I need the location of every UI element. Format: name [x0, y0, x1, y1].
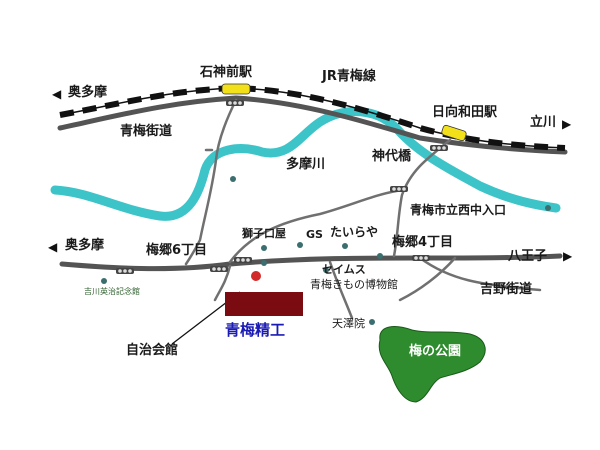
- label-seims: セイムス: [322, 263, 366, 276]
- label-baigo6: 梅郷6丁目: [146, 243, 208, 258]
- jr-line-dashes: [59, 84, 566, 151]
- label-tairaya: たいらや: [330, 225, 379, 239]
- dot-icon: [545, 205, 551, 211]
- company-box: [225, 292, 303, 316]
- label-yoshino-kaido: 吉野街道: [480, 282, 533, 297]
- triangle-right-icon: ▶: [563, 249, 573, 263]
- road-upper-loop: [228, 188, 404, 264]
- signal-icon: [430, 145, 448, 151]
- label-tachikawa: 立川: [530, 115, 557, 130]
- label-jr-line: JR青梅線: [322, 69, 376, 84]
- signal-icon: [226, 100, 244, 106]
- triangle-left-icon: ◀: [52, 87, 62, 101]
- park-area: [378, 326, 486, 403]
- triangle-left-icon: ◀: [48, 240, 58, 254]
- label-nishinaka-entrance: 青梅市立西中入口: [410, 203, 507, 217]
- label-hinata-wada-station: 日向和田駅: [432, 105, 498, 120]
- triangle-right-icon: ▶: [562, 117, 572, 131]
- label-gs: GS: [306, 228, 323, 241]
- park-label: 梅の公園: [409, 344, 462, 359]
- road-sw: [213, 264, 232, 302]
- label-shishiguchi: 獅子口屋: [242, 227, 286, 240]
- signal-icon: [412, 255, 430, 261]
- signal-icon: [210, 266, 228, 272]
- label-tama-river: 多摩川: [286, 157, 326, 172]
- dot-icon: [261, 260, 267, 266]
- dot-icon: [323, 267, 329, 273]
- label-yoshikawa-memorial: 吉川英治記念館: [84, 287, 140, 296]
- ome-kaido-road: [57, 95, 568, 155]
- road-yoshino: [418, 256, 542, 292]
- dot-icon: [369, 319, 375, 325]
- signal-icon: [390, 186, 408, 192]
- tama-river: [50, 107, 561, 221]
- dot-icon: [261, 245, 267, 251]
- label-okutama-mid: 奥多摩: [65, 238, 105, 253]
- label-tentakuin: 天澤院: [332, 317, 365, 330]
- company-name: 青梅精工: [225, 321, 286, 339]
- dot-icon: [297, 242, 303, 248]
- road-kandai: [392, 138, 452, 258]
- label-okutama-top: 奥多摩: [68, 85, 108, 100]
- dot-icon: [230, 176, 236, 182]
- company-location-marker: [251, 271, 261, 281]
- signal-icon: [234, 257, 252, 263]
- hinata-wada-station-marker: [441, 124, 467, 142]
- dot-icon: [342, 243, 348, 249]
- signal-icon: [116, 268, 134, 274]
- label-ome-kaido: 青梅街道: [120, 124, 173, 139]
- label-jichikaikan: 自治会館: [126, 343, 179, 358]
- ishigami-station-marker: [221, 83, 251, 95]
- main-road-middle: [59, 253, 563, 272]
- road-east-diag: [398, 256, 457, 302]
- label-baigo4: 梅郷4丁目: [392, 235, 454, 250]
- label-ishigami-station: 石神前駅: [200, 65, 253, 80]
- road-south: [328, 260, 354, 320]
- road-west-loop: [184, 98, 238, 266]
- label-kimono-museum: 青梅きもの博物館: [310, 278, 398, 291]
- label-hachioji: 八王子: [508, 249, 548, 264]
- label-kandai-bridge: 神代橋: [372, 149, 412, 164]
- dot-icon: [101, 278, 107, 284]
- dot-icon: [377, 253, 383, 259]
